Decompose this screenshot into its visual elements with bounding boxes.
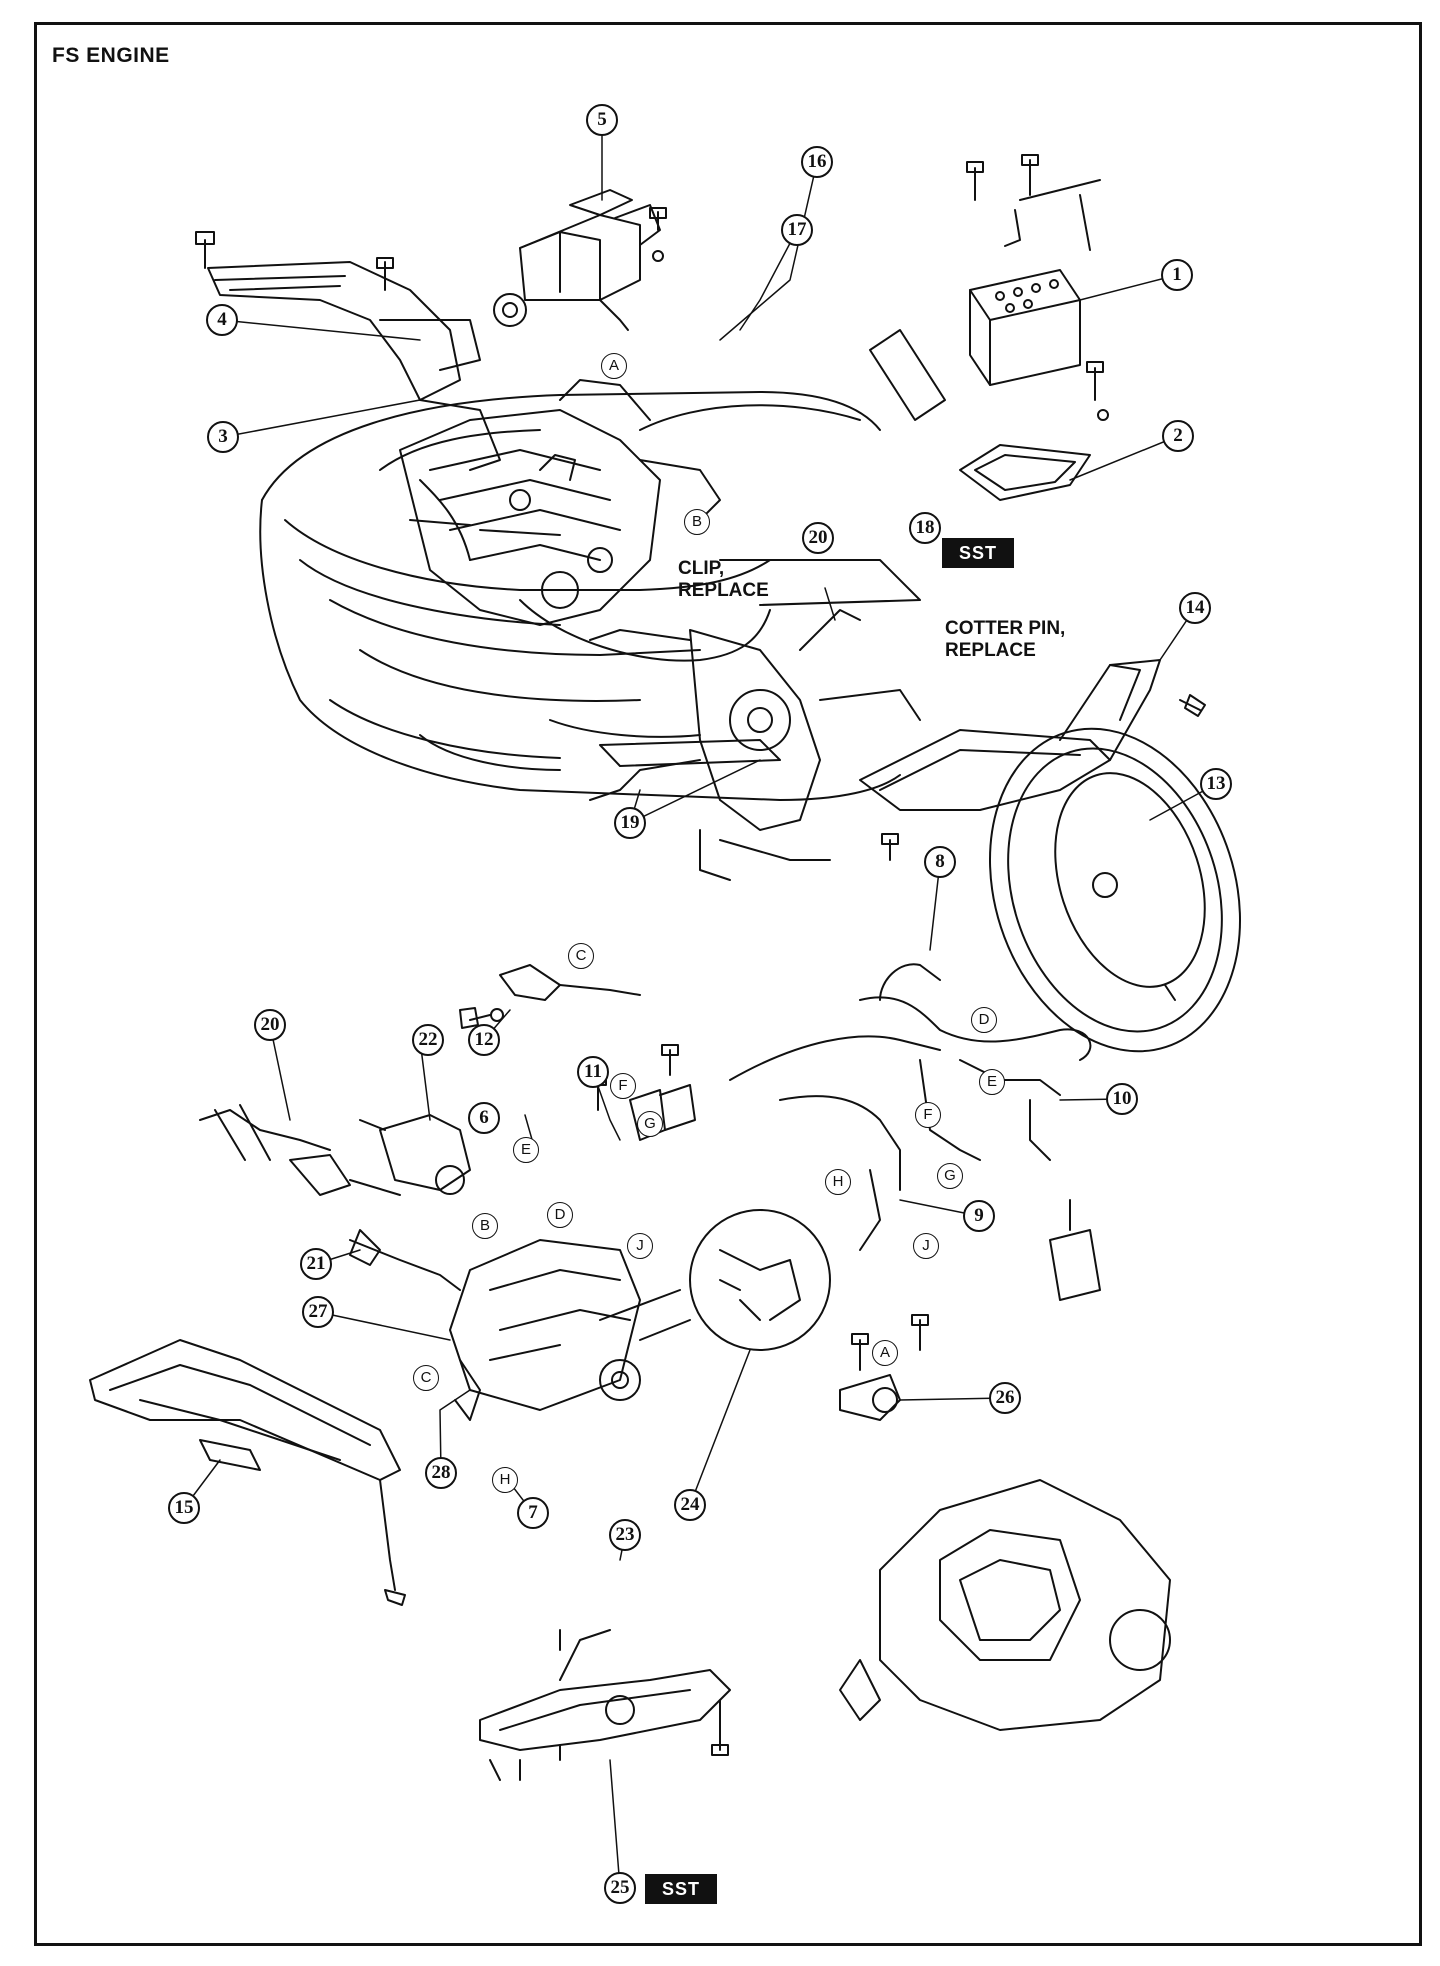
callout-18: 18 (909, 512, 941, 544)
callout-17: 17 (781, 214, 813, 246)
callout-leader-lines (183, 119, 1217, 1889)
ref-letter-F: F (915, 1102, 941, 1128)
crossmember (89, 1339, 406, 1606)
callout-10: 10 (1106, 1083, 1138, 1115)
diagram-frame (34, 22, 1422, 1946)
ref-letter-H: H (825, 1169, 851, 1195)
callout-3: 3 (207, 421, 239, 453)
callout-6: 6 (468, 1102, 500, 1134)
air-intake-duct (195, 231, 501, 471)
callout-8: 8 (924, 846, 956, 878)
clutch-housing (839, 1479, 1171, 1731)
callout-11: 11 (577, 1056, 609, 1088)
callout-4: 4 (206, 304, 238, 336)
knuckle-and-driveshaft (589, 609, 921, 881)
callout-1: 1 (1161, 259, 1193, 291)
callout-21: 21 (300, 1248, 332, 1280)
ref-letter-G: G (637, 1111, 663, 1137)
callout-16: 16 (801, 146, 833, 178)
detail-inset (639, 1209, 831, 1351)
ref-letter-D: D (971, 1007, 997, 1033)
engine-block (399, 379, 721, 626)
callout-12: 12 (468, 1024, 500, 1056)
ref-letter-J: J (913, 1233, 939, 1259)
transaxle-assembly (449, 1239, 681, 1421)
callout-28: 28 (425, 1457, 457, 1489)
callout-13: 13 (1200, 768, 1232, 800)
callout-2: 2 (1162, 420, 1194, 452)
ref-letter-J: J (627, 1233, 653, 1259)
callout-9: 9 (963, 1200, 995, 1232)
ref-letter-C: C (413, 1365, 439, 1391)
battery-assembly (869, 154, 1109, 501)
ref-letter-E: E (979, 1069, 1005, 1095)
callout-22: 22 (412, 1024, 444, 1056)
ref-letter-C: C (568, 943, 594, 969)
callout-5: 5 (586, 104, 618, 136)
ref-letter-A: A (601, 353, 627, 379)
splash-shield (859, 659, 1206, 861)
callout-27: 27 (302, 1296, 334, 1328)
callout-23: 23 (609, 1519, 641, 1551)
ref-letter-B: B (472, 1213, 498, 1239)
callout-7: 7 (517, 1497, 549, 1529)
ref-letter-E: E (513, 1137, 539, 1163)
vehicle-front-body (259, 391, 921, 801)
drive-shafts (199, 1104, 461, 1291)
callout-19: 19 (614, 807, 646, 839)
wheel-and-tire (989, 727, 1241, 1053)
starter-motor (359, 1114, 471, 1195)
mount-bracket (1049, 1199, 1101, 1301)
callout-25: 25 (604, 1872, 636, 1904)
callout-14: 14 (1179, 592, 1211, 624)
wiring-harness (729, 963, 1092, 1251)
page-title: FS ENGINE (52, 44, 170, 67)
ref-letter-A: A (872, 1340, 898, 1366)
ref-letter-F: F (610, 1073, 636, 1099)
callout-24: 24 (674, 1489, 706, 1521)
rear-crossmember (479, 1629, 731, 1781)
air-cleaner-assembly (493, 189, 667, 331)
callout-15: 15 (168, 1492, 200, 1524)
clip-replace-note: CLIP, REPLACE (678, 558, 769, 601)
engine-mount (839, 1314, 929, 1421)
ref-letter-G: G (937, 1163, 963, 1189)
cotter-pin-replace-note: COTTER PIN, REPLACE (945, 618, 1066, 661)
ref-letter-D: D (547, 1202, 573, 1228)
sst-badge: SST (645, 1874, 717, 1904)
callout-20-upper: 20 (802, 522, 834, 554)
ref-letter-H: H (492, 1467, 518, 1493)
callout-26: 26 (989, 1382, 1021, 1414)
ref-letter-B: B (684, 509, 710, 535)
callout-20-lower: 20 (254, 1009, 286, 1041)
sst-badge: SST (942, 538, 1014, 568)
